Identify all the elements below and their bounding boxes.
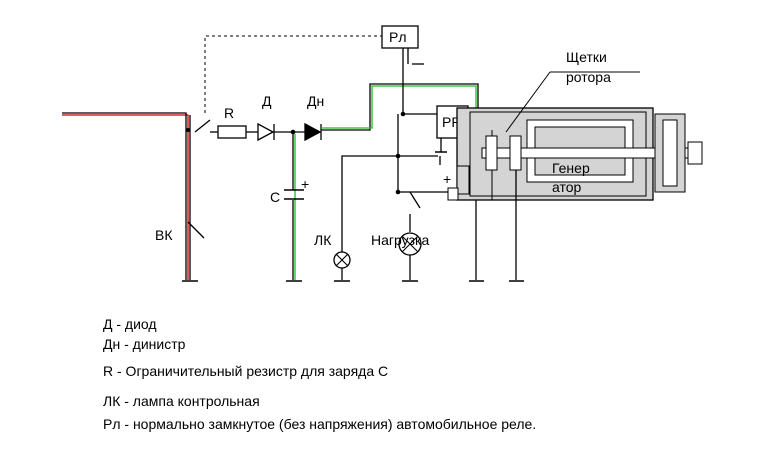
legend-resistor: R - Ограничительный резистр для заряда C xyxy=(103,363,389,379)
legend-relay: Рл - нормально замкнутое (без напряжения… xyxy=(103,416,537,432)
brushes-label-2: ротора xyxy=(566,69,611,85)
legend-dinistor: Дн - динистр xyxy=(103,336,186,352)
generator-label-2: атор xyxy=(552,179,582,195)
relay-contact xyxy=(194,119,211,133)
relay-box xyxy=(381,25,419,49)
capacitor-plus: + xyxy=(301,176,309,192)
generator-plus: + xyxy=(443,171,451,187)
relay-control-dashed xyxy=(204,35,383,113)
dinistor xyxy=(304,122,322,142)
brushes-label-1: Щетки xyxy=(566,49,607,65)
regulator-label: РР xyxy=(442,114,461,130)
generator-label-1: Генер xyxy=(552,160,590,176)
capacitor xyxy=(284,189,304,200)
switch-label: ВК xyxy=(155,227,173,243)
diode xyxy=(257,122,275,142)
capacitor-label: C xyxy=(270,189,280,205)
relay-label: Рл xyxy=(389,29,407,45)
brush-2 xyxy=(509,135,522,171)
legend-lamp: ЛК - лампа контрольная xyxy=(103,393,260,409)
load-label: Нагрузка xyxy=(371,232,429,248)
lamp-label: ЛК xyxy=(314,232,332,248)
dinistor-label: Дн xyxy=(307,93,324,109)
battery-feed-wire xyxy=(62,112,191,280)
brush-1 xyxy=(485,135,498,171)
resistor-label: R xyxy=(224,105,234,121)
legend-diode: Д - диод xyxy=(103,316,157,332)
diode-label: Д xyxy=(262,93,272,109)
resistor xyxy=(217,125,247,139)
charge-trace-green xyxy=(321,85,477,129)
brushes-leader xyxy=(505,71,551,133)
ignition-switch xyxy=(187,221,205,239)
